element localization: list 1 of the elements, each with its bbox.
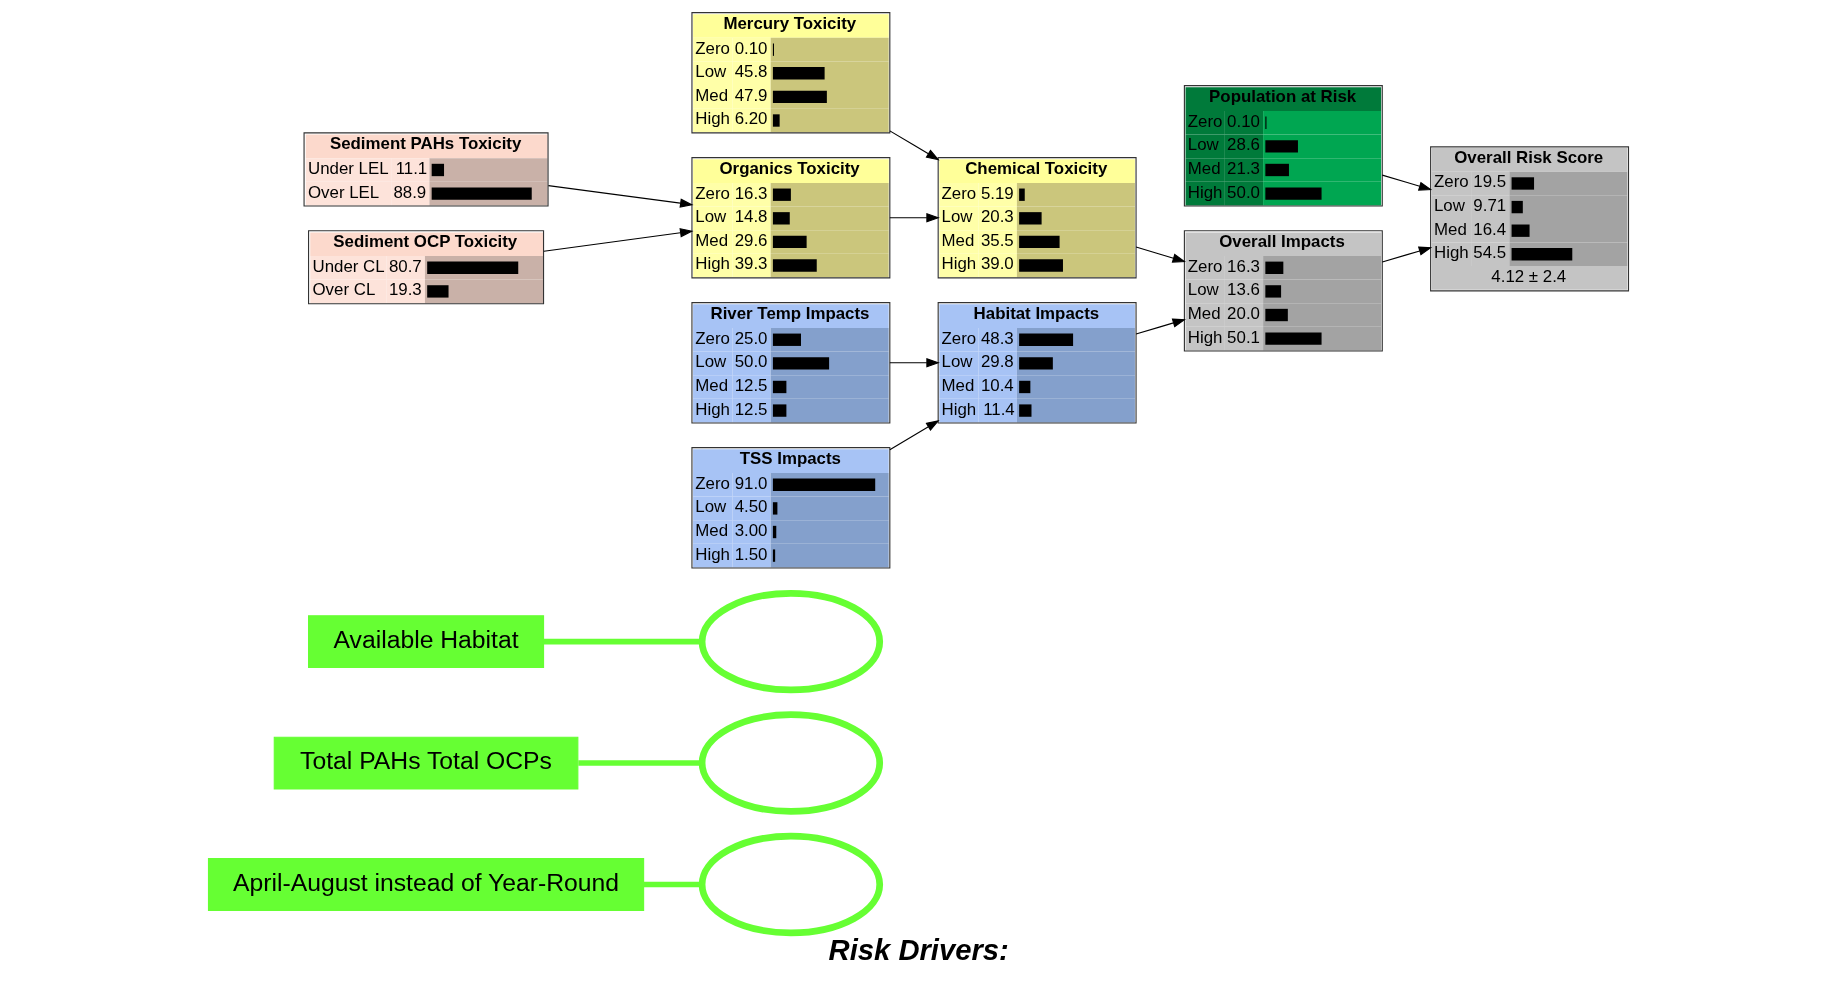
diagram-title: Risk Drivers: <box>828 933 1009 966</box>
